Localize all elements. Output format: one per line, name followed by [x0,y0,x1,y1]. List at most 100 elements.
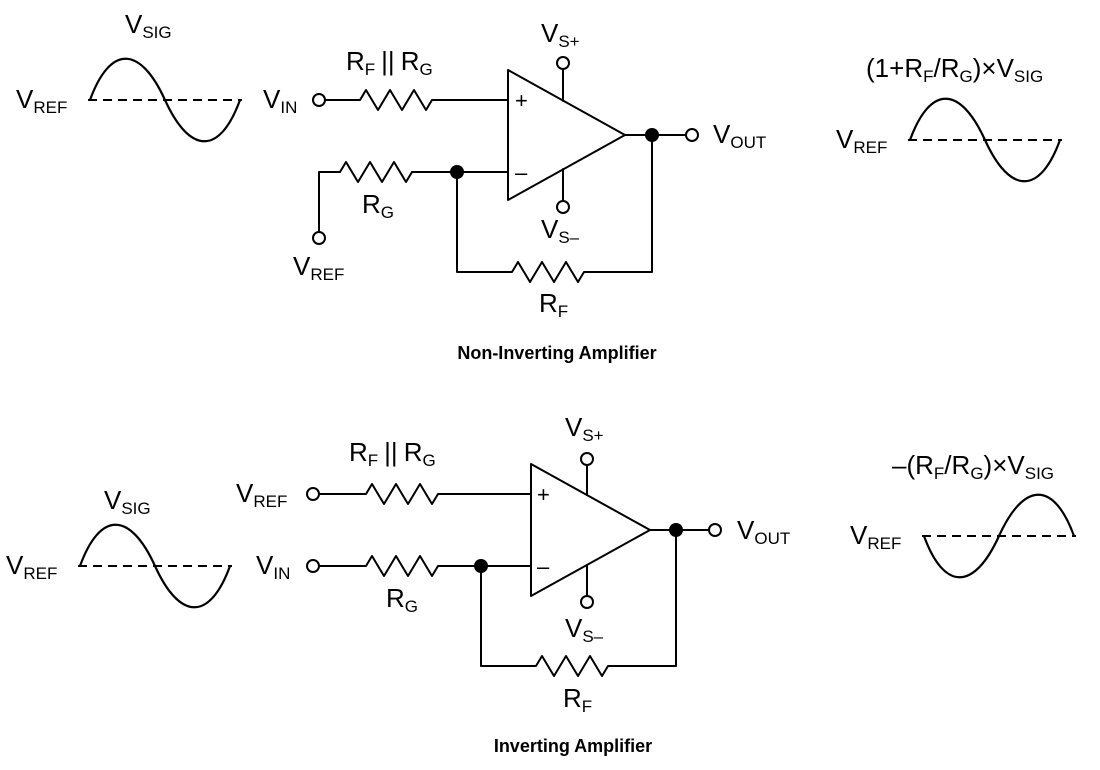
in-subscript: IN [273,564,290,583]
r-symbol: R [563,683,582,713]
r-symbol: R [941,53,960,83]
v-symbol: V [997,53,1015,83]
vsig-label: VSIG [125,9,172,42]
g-subscript: G [381,203,394,222]
inverted-sine-wave [922,493,1076,579]
series-resistor-rf-rg [318,483,532,505]
feedback-resistor-rf [456,134,653,283]
ref-subscript: REF [853,138,887,157]
sig-subscript: SIG [1025,464,1054,483]
vs-plus-label: VS+ [541,18,580,51]
v-symbol: V [256,550,274,580]
vin-label: VIN [263,84,297,117]
vref-label: VREF [6,550,57,583]
in-subscript: IN [280,98,297,117]
formula-close: )× [984,450,1008,480]
f-subscript: F [558,302,568,321]
r-symbol: R [915,450,934,480]
formula-prefix: –( [892,450,915,480]
gain-resistor-rg [318,161,509,232]
gain-formula: (1+RF/RG)×VSIG [866,53,1043,86]
vin-terminal [306,559,320,573]
vref-label: VREF [836,124,887,157]
ref-subscript: REF [253,492,287,511]
out-subscript: OUT [730,133,766,152]
v-symbol: V [104,485,122,515]
sig-subscript: SIG [142,23,171,42]
op-amp-triangle [530,463,651,597]
f-subscript: F [923,67,933,86]
parallel-symbol: || [384,437,398,467]
g-subscript: G [960,67,973,86]
g-subscript: G [970,464,983,483]
v-symbol: V [565,613,583,643]
ref-subscript: REF [23,564,57,583]
vin-terminal [312,93,326,107]
inverting-input-symbol: – [537,554,550,579]
inverting-caption: Inverting Amplifier [494,736,652,756]
vsig-label: VSIG [104,485,151,518]
v-symbol: V [541,214,559,244]
r-symbol: R [386,583,405,613]
sig-subscript: SIG [1014,67,1043,86]
sminus-subscript: S– [582,627,603,646]
input-waveform: VSIG VREF [6,485,232,609]
formula-slash: / [933,53,941,83]
sine-wave [908,97,1062,183]
vout-terminal [685,128,699,142]
rf-parallel-rg-label: RF||RG [349,437,436,470]
vref-terminal-label: VREF [236,478,287,511]
formula-prefix: (1+ [866,53,904,83]
op-amp-triangle [507,69,626,201]
sig-subscript: SIG [121,499,150,518]
v-symbol: V [1007,450,1025,480]
splus-subscript: S+ [582,426,603,445]
gain-resistor-rg [318,555,532,577]
rf-label: RF [539,288,568,321]
v-symbol: V [6,550,24,580]
ref-subscript: REF [867,534,901,553]
feedback-resistor-rf [480,529,677,677]
vs-minus-terminal [580,595,594,609]
v-symbol: V [565,412,583,442]
g-subscript: G [422,451,435,470]
noninverting-input-symbol: + [537,482,550,507]
vref-terminal [306,487,320,501]
parallel-symbol: || [381,46,395,76]
r-symbol: R [952,450,971,480]
ref-subscript: REF [33,98,67,117]
vref-terminal-label: VREF [293,251,344,284]
out-subscript: OUT [754,529,790,548]
v-symbol: V [836,124,854,154]
inverting-input-symbol: – [515,160,528,185]
series-resistor-rf-rg [324,89,509,111]
inverting-circuit: VSIG VREF VREF RF||RG + – VS+ VS– VOUT V… [6,412,1076,756]
v-symbol: V [16,84,34,114]
vout-terminal [708,523,722,537]
v-symbol: V [713,119,731,149]
r-symbol: R [904,53,923,83]
ref-subscript: REF [310,265,344,284]
vref-label: VREF [16,84,67,117]
formula-close: )× [973,53,997,83]
output-waveform: VREF –(RF/RG)×VSIG [850,450,1076,579]
r-symbol: R [349,437,368,467]
formula-slash: / [944,450,952,480]
vin-label: VIN [256,550,290,583]
v-symbol: V [125,9,143,39]
v-symbol: V [263,84,281,114]
f-subscript: F [582,697,592,716]
vref-label: VREF [850,520,901,553]
non-inverting-caption: Non-Inverting Amplifier [457,343,656,363]
non-inverting-circuit: VSIG VREF VIN RF||RG + – VS+ VS– VOUT RG… [16,9,1062,363]
rg-label: RG [386,583,418,616]
g-subscript: G [405,597,418,616]
v-symbol: V [236,478,254,508]
rf-parallel-rg-label: RF||RG [346,46,433,79]
v-symbol: V [541,18,559,48]
vs-plus-terminal [556,56,570,70]
sminus-subscript: S– [558,228,579,247]
f-subscript: F [368,451,378,470]
r-symbol: R [401,46,420,76]
